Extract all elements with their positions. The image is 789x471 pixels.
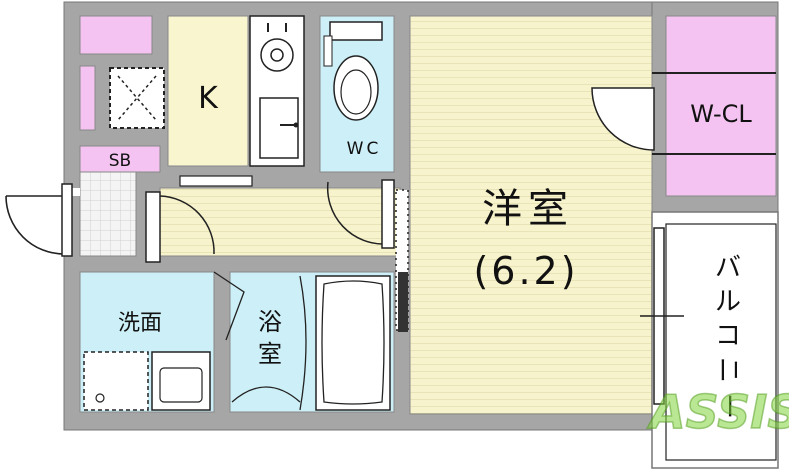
western-room-floor [409, 15, 653, 415]
stove-burner-icon [260, 38, 294, 72]
kitchen-floor [167, 15, 249, 167]
storage-left-narrow [79, 65, 96, 131]
shoe-box [79, 145, 161, 173]
shoe-box-label: SB [109, 151, 131, 171]
walk-in-closet-label: W-CL [690, 100, 752, 128]
watermark-logo: ASSIST [647, 385, 789, 439]
washer-pan-icon [83, 351, 149, 411]
balcony-char: コ [715, 321, 741, 351]
balcony-char: バ [715, 253, 741, 283]
balcony-char: ー [713, 393, 743, 419]
western-room-size: (6.2) [473, 249, 578, 293]
entry-door-icon [5, 195, 65, 255]
wc-label: WC [347, 139, 382, 159]
balcony-char: ル [715, 287, 741, 317]
bathroom-label-2: 室 [258, 340, 282, 368]
balcony-char: ニ [713, 357, 743, 383]
bathroom-label-1: 浴 [258, 308, 282, 336]
kitchen-label: K [198, 81, 219, 116]
hallway-floor [159, 187, 401, 257]
entrance-tiles [79, 171, 137, 257]
balcony-label: バ ル コ ニ ー [713, 253, 743, 419]
storage-top-left [79, 15, 153, 55]
washroom-label: 洗面 [118, 311, 162, 336]
kitchen-sink-icon [259, 97, 299, 159]
toilet-icon [333, 55, 379, 121]
walk-in-closet [665, 15, 777, 197]
western-room-label: 洋室 [482, 186, 574, 232]
